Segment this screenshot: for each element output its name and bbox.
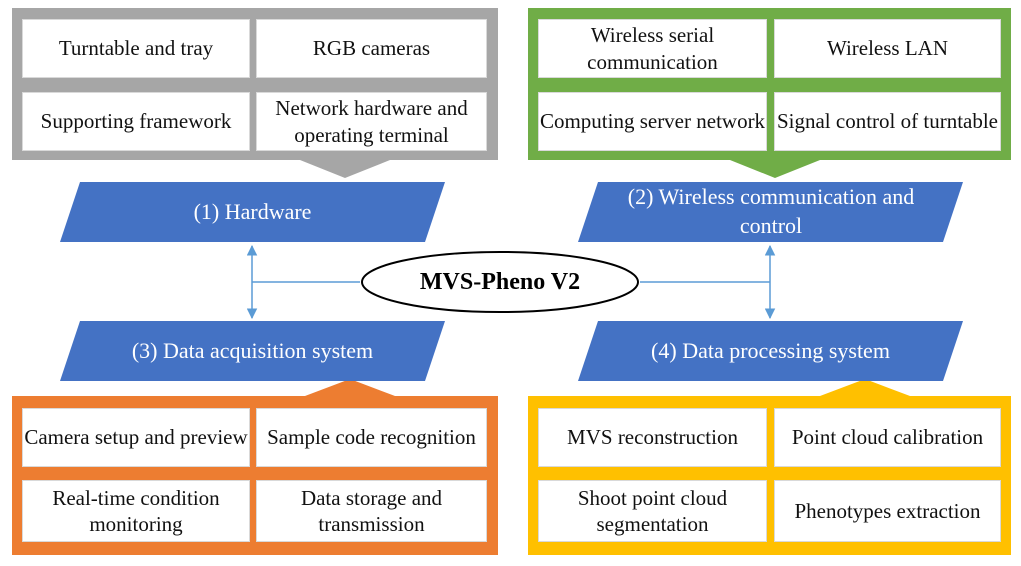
communication-item-server: Computing server network: [538, 92, 767, 151]
module-label-hardware: (1) Hardware: [193, 198, 312, 224]
hardware-item-network: Network hardware and operating terminal: [256, 92, 487, 151]
hardware-item-cameras: RGB cameras: [256, 19, 487, 78]
processing-item-mvs: MVS reconstruction: [538, 408, 767, 467]
processing-item-segmentation: Shoot point cloud segmentation: [538, 480, 767, 542]
module-shape-hardware: [60, 182, 445, 242]
acquisition-item-camera-setup: Camera setup and preview: [22, 408, 250, 467]
communication-item-serial: Wireless serial communication: [538, 19, 767, 78]
module-label-acquisition: (3) Data acquisition system: [131, 337, 374, 363]
hardware-item-framework: Supporting framework: [22, 92, 250, 151]
acquisition-item-storage: Data storage and transmission: [256, 480, 487, 542]
center-title: MVS-Pheno V2: [419, 268, 581, 295]
communication-item-lan: Wireless LAN: [774, 19, 1001, 78]
processing-item-calibration: Point cloud calibration: [774, 408, 1001, 467]
center-ellipse: [361, 251, 639, 313]
module-shape-communication: [578, 182, 963, 242]
acquisition-item-monitoring: Real-time condition monitoring: [22, 480, 250, 542]
connector-left: [246, 244, 360, 320]
processing-item-phenotypes: Phenotypes extraction: [774, 480, 1001, 542]
module-label-processing: (4) Data processing system: [651, 337, 890, 363]
acquisition-item-code-recognition: Sample code recognition: [256, 408, 487, 467]
connector-right: [640, 244, 776, 320]
module-shape-processing: [578, 321, 963, 381]
module-label-communication: (2) Wireless communication and control: [627, 184, 915, 238]
communication-item-turntable-control: Signal control of turntable: [774, 92, 1001, 151]
module-shape-acquisition: [60, 321, 445, 381]
hardware-item-turntable: Turntable and tray: [22, 19, 250, 78]
